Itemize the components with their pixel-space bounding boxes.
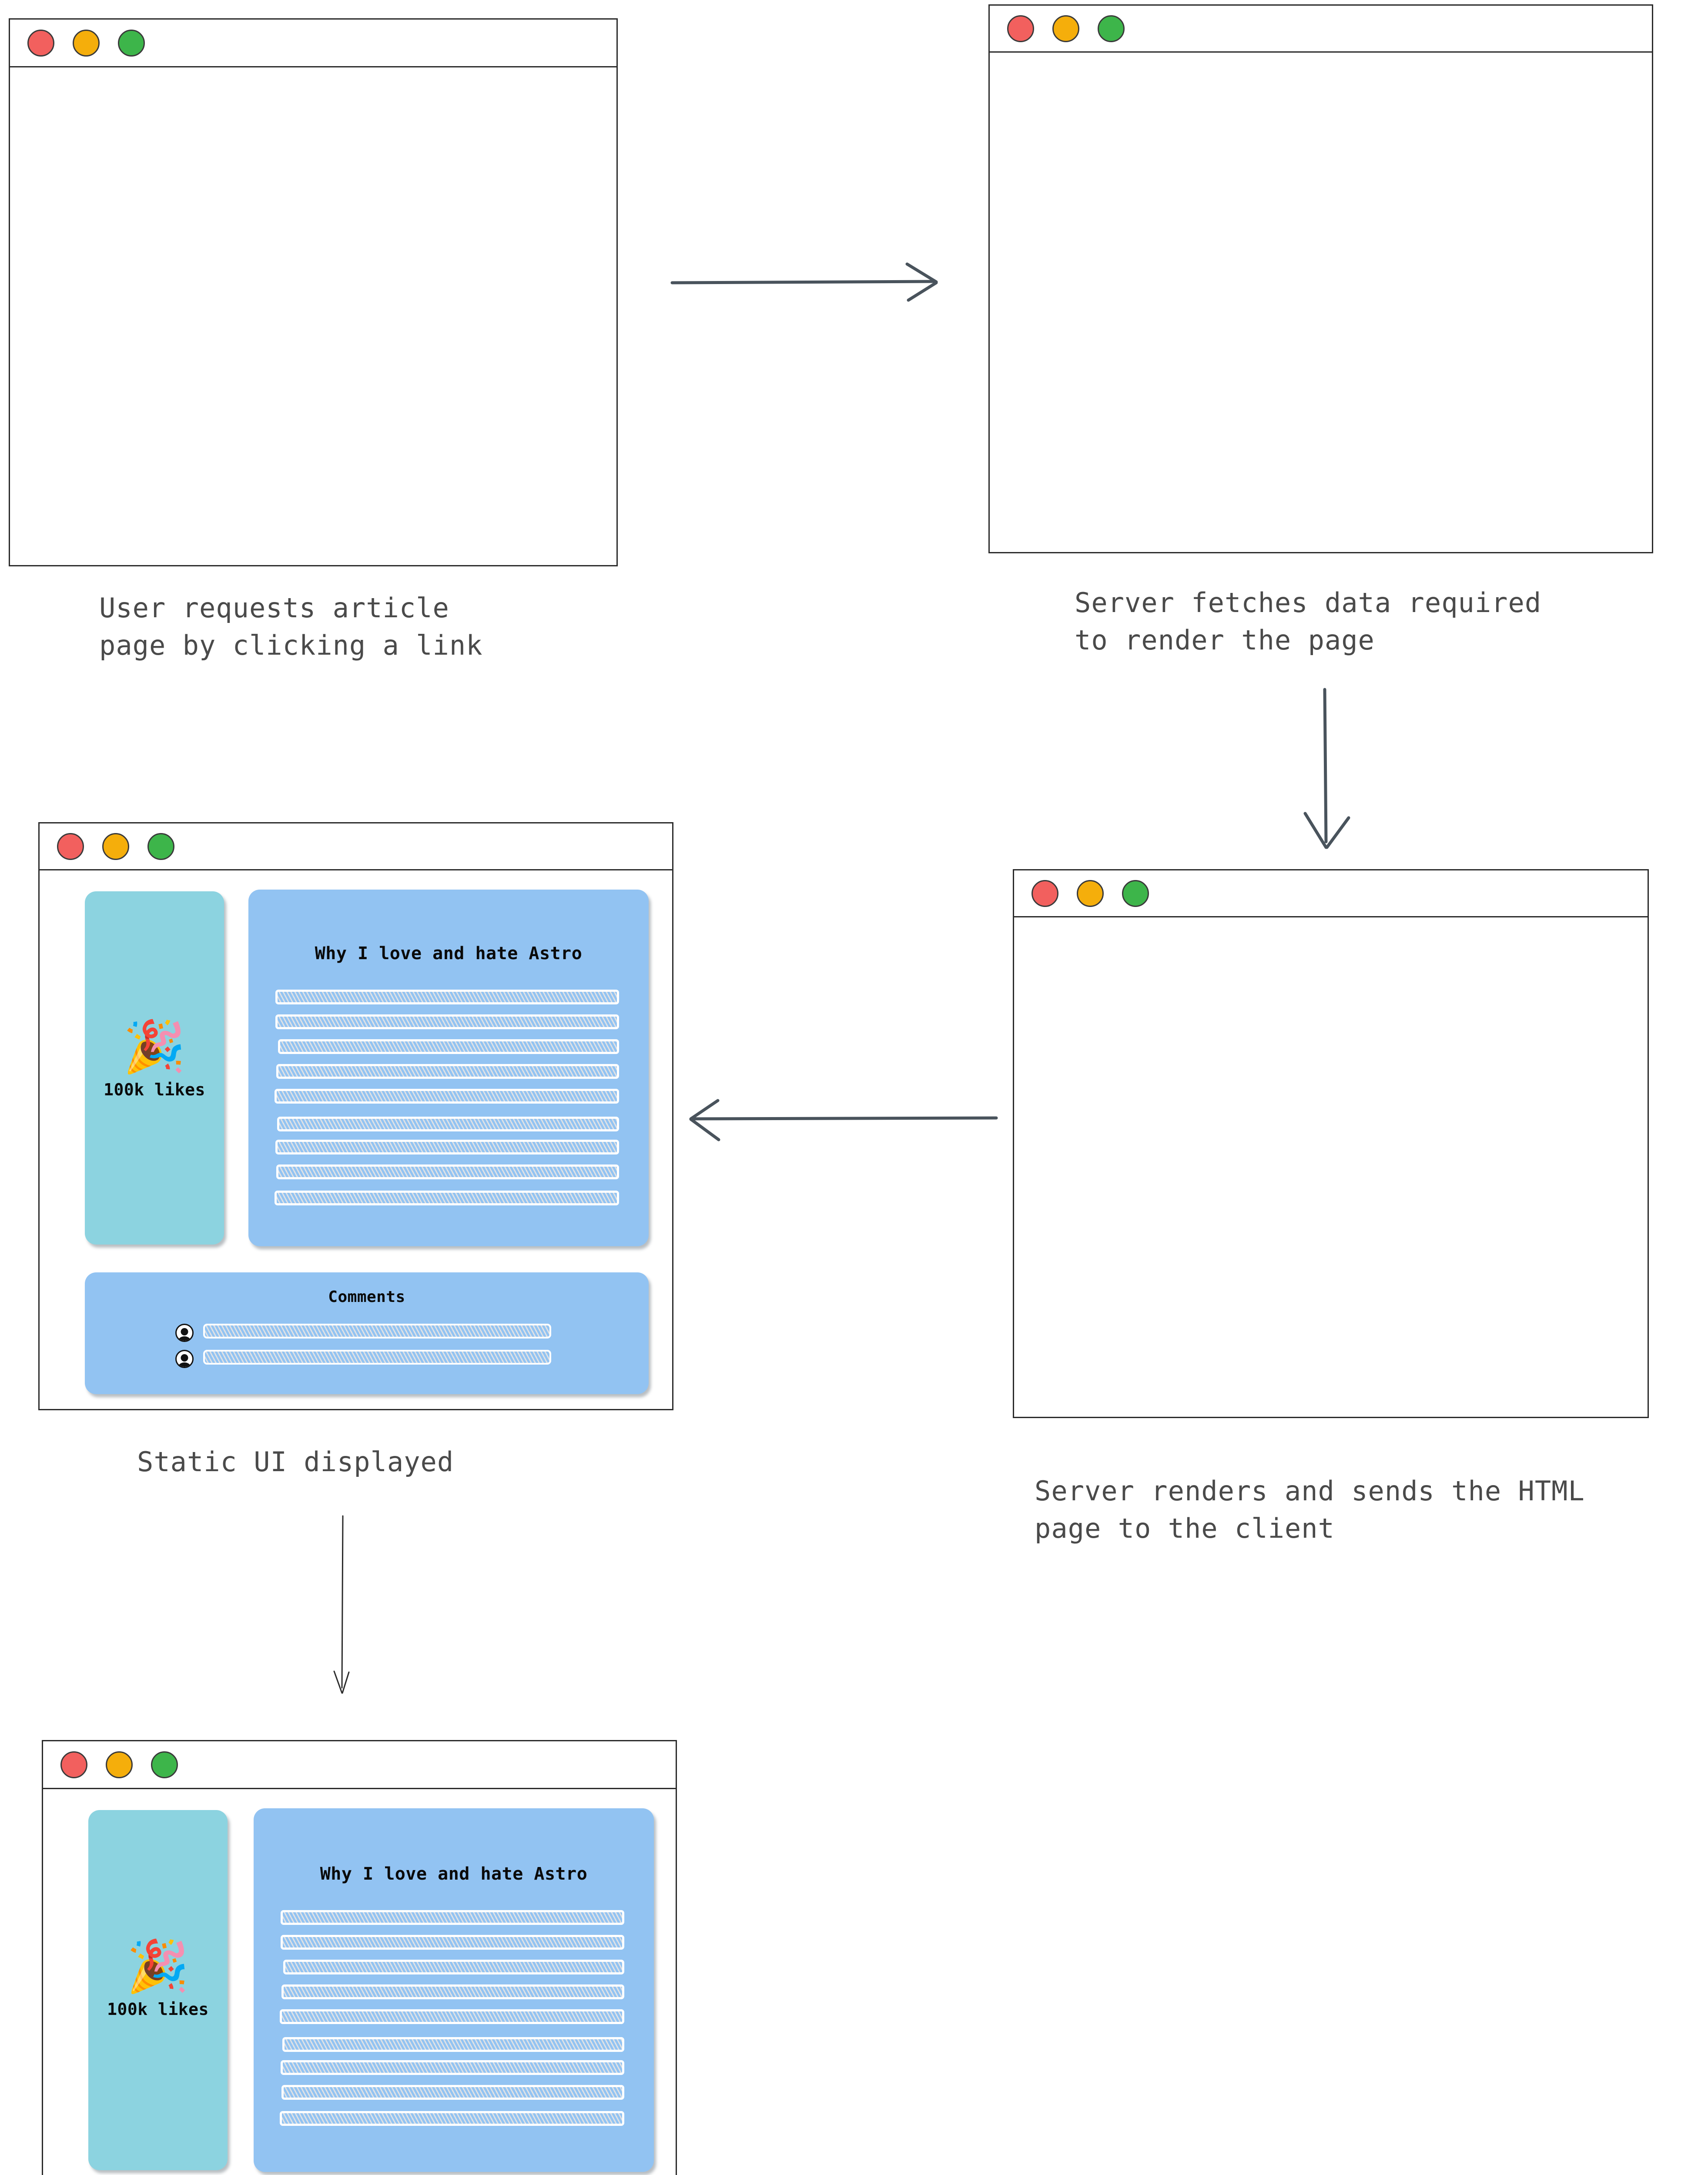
- maximize-dot[interactable]: [147, 833, 174, 860]
- close-dot[interactable]: [1007, 15, 1034, 42]
- caption-step-1: User requests article page by clicking a…: [99, 592, 483, 661]
- likes-counter: 🎉 100k likes: [88, 1941, 228, 2019]
- article-card: Why I love and hate Astro: [254, 1808, 654, 2172]
- party-popper-emoji: 🎉: [126, 1937, 190, 1996]
- maximize-dot[interactable]: [151, 1751, 178, 1778]
- browser-window-step-3: [1013, 869, 1649, 1418]
- likes-sidebar-card: 🎉 100k likes: [85, 891, 224, 1245]
- article-skeleton-line: [277, 1117, 619, 1131]
- likes-label: 100k likes: [107, 2000, 209, 2019]
- comments-card: Comments: [85, 1272, 649, 1394]
- minimize-dot[interactable]: [1077, 880, 1104, 907]
- arrow-step1-to-step2: [670, 262, 938, 302]
- browser-window-step-4: 🎉 100k likes Why I love and hate Astro: [38, 822, 673, 1410]
- likes-label: 100k likes: [104, 1080, 205, 1099]
- comment-skeleton-line: [203, 1324, 551, 1338]
- article-title: Why I love and hate Astro: [320, 1864, 588, 1884]
- window-content-blank: [10, 67, 616, 565]
- arrow-step3-to-step4: [689, 1099, 998, 1141]
- article-skeleton-line: [281, 2060, 624, 2075]
- window-titlebar: [43, 1741, 676, 1789]
- close-dot[interactable]: [27, 29, 54, 57]
- likes-counter: 🎉 100k likes: [85, 1017, 224, 1100]
- article-skeleton-line: [275, 1089, 619, 1104]
- comment-skeleton-line: [203, 1350, 551, 1365]
- window-content-rendered: 🎉 100k likes Why I love and hate Astro: [43, 1789, 676, 2175]
- window-titlebar: [40, 823, 672, 870]
- close-dot[interactable]: [60, 1751, 87, 1778]
- arrow-step2-to-step3: [1303, 688, 1350, 849]
- article-skeleton-line: [276, 1164, 619, 1179]
- user-avatar-icon: [175, 1324, 194, 1342]
- article-skeleton-line: [281, 1935, 624, 1950]
- article-skeleton-line: [280, 2009, 624, 2024]
- minimize-dot[interactable]: [102, 833, 129, 860]
- maximize-dot[interactable]: [1098, 15, 1125, 42]
- article-skeleton-line: [275, 1140, 619, 1154]
- minimize-dot[interactable]: [73, 29, 100, 57]
- window-content-rendered: 🎉 100k likes Why I love and hate Astro: [40, 870, 672, 1409]
- maximize-dot[interactable]: [1122, 880, 1149, 907]
- browser-window-step-1: [9, 18, 618, 566]
- minimize-dot[interactable]: [1052, 15, 1079, 42]
- article-skeleton-line: [275, 990, 619, 1004]
- article-title: Why I love and hate Astro: [315, 944, 583, 964]
- article-skeleton-line: [281, 1984, 624, 1999]
- article-skeleton-line: [275, 1191, 619, 1205]
- party-popper-emoji: 🎉: [123, 1017, 186, 1076]
- article-skeleton-line: [283, 1960, 624, 1974]
- article-page-mock: 🎉 100k likes Why I love and hate Astro: [40, 870, 672, 1409]
- maximize-dot[interactable]: [118, 29, 145, 57]
- window-content-blank: [1014, 917, 1648, 1417]
- article-card: Why I love and hate Astro: [248, 890, 649, 1246]
- window-titlebar: [10, 20, 616, 67]
- window-titlebar: [1014, 870, 1648, 917]
- close-dot[interactable]: [1031, 880, 1058, 907]
- window-content-blank: [990, 53, 1652, 552]
- likes-sidebar-card: 🎉 100k likes: [88, 1810, 228, 2170]
- article-page-mock: 🎉 100k likes Why I love and hate Astro: [43, 1789, 676, 2175]
- minimize-dot[interactable]: [106, 1751, 133, 1778]
- window-titlebar: [990, 6, 1652, 53]
- comments-title: Comments: [328, 1288, 405, 1306]
- user-avatar-icon: [175, 1350, 194, 1368]
- article-skeleton-line: [281, 1910, 624, 1925]
- browser-window-step-5: 🎉 100k likes Why I love and hate Astro: [42, 1740, 677, 2175]
- article-skeleton-line: [282, 2037, 624, 2052]
- caption-step-4: Static UI displayed: [137, 1446, 454, 1478]
- article-skeleton-line: [280, 2111, 624, 2126]
- article-skeleton-line: [281, 2085, 624, 2100]
- article-skeleton-line: [278, 1039, 619, 1054]
- caption-step-2: Server fetches data required to render t…: [1075, 587, 1542, 656]
- close-dot[interactable]: [57, 833, 84, 860]
- article-skeleton-line: [275, 1014, 619, 1029]
- caption-step-3: Server renders and sends the HTML page t…: [1035, 1475, 1585, 1544]
- article-skeleton-line: [276, 1064, 619, 1079]
- arrow-step4-to-step5: [333, 1515, 350, 1694]
- browser-window-step-2: [988, 4, 1653, 553]
